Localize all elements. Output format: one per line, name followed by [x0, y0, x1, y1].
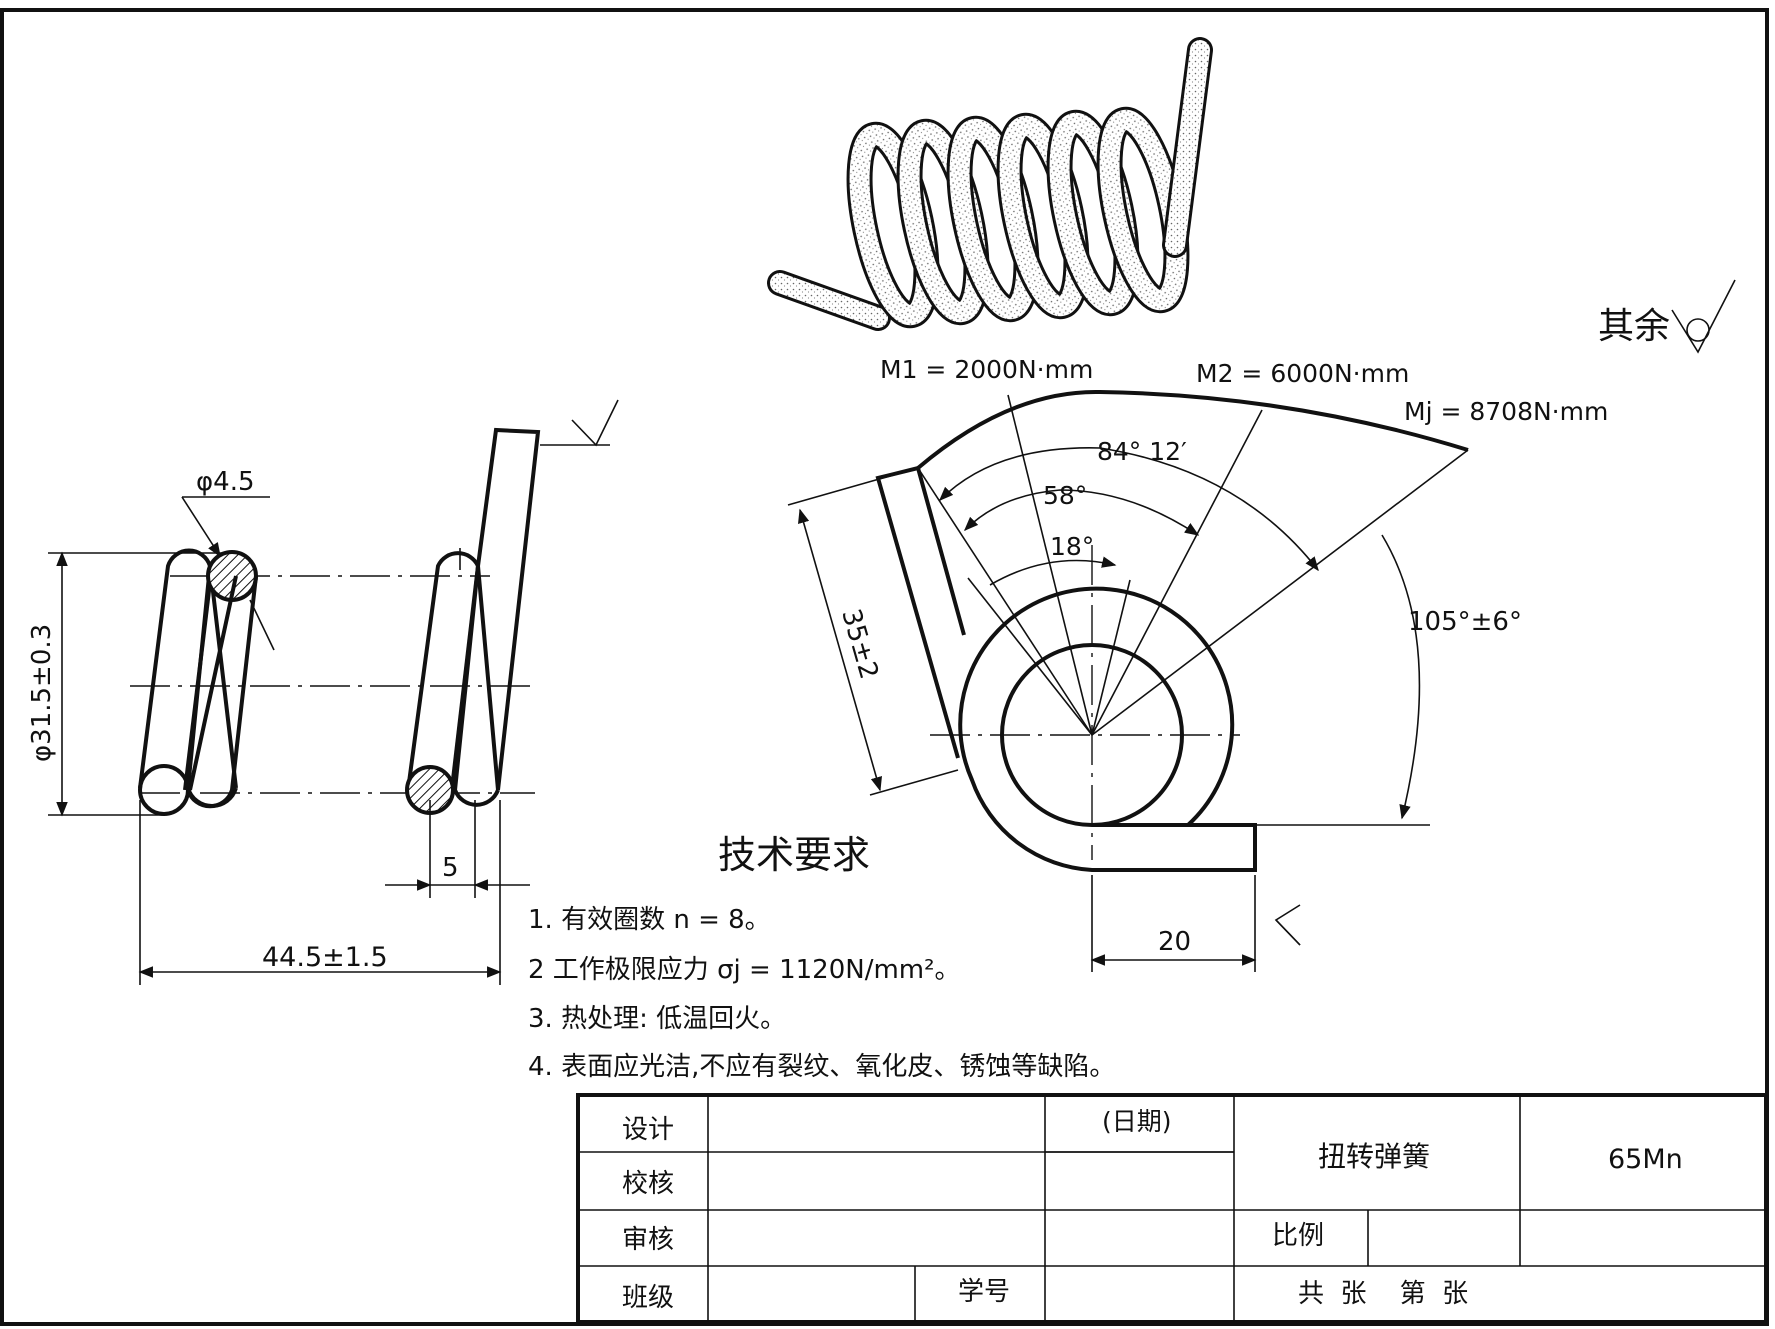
tb-scale-label: 比例	[1272, 1221, 1324, 1251]
tech-requirement-4: 4. 表面应光洁,不应有裂纹、氧化皮、锈蚀等缺陷。	[528, 1052, 1115, 1082]
angle-m2-label: 58°	[1043, 481, 1087, 510]
spring-side-view: φ31.5±0.3 φ4.5 44.5±1.5 5	[27, 399, 619, 985]
tb-part-name: 扭转弹簧	[1318, 1140, 1430, 1173]
pitch-dimension: 5	[442, 853, 459, 883]
total-length-dimension: 44.5±1.5	[262, 942, 388, 973]
hook-length-dimension: 20	[1158, 927, 1191, 957]
outer-diameter-dimension: φ31.5±0.3	[27, 624, 57, 762]
tb-class-label: 班级	[622, 1283, 674, 1313]
tb-check-label: 校核	[622, 1169, 674, 1199]
tech-requirements-title: 技术要求	[718, 833, 870, 877]
surface-roughness-note: 其余	[1598, 306, 1670, 347]
tb-design-label: 设计	[622, 1115, 674, 1145]
technical-requirements: 技术要求 1. 有效圈数 n = 8。 2 工作极限应力 σj = 1120N/…	[528, 833, 1115, 1082]
tb-date-label: (日期)	[1102, 1107, 1172, 1136]
roughness-circle-icon	[1686, 318, 1710, 342]
angle-free-label: 105°±6°	[1408, 607, 1522, 637]
moment-m2-label: M2 = 6000N·mm	[1196, 359, 1409, 388]
angle-mj-label: 84° 12′	[1097, 437, 1187, 466]
spring-load-diagram: 35±2 20 M1 = 2000N·mm M2 = 6000N·mm Mj =…	[787, 355, 1608, 972]
wire-diameter-dimension: φ4.5	[196, 467, 255, 497]
roughness-symbol-icon	[1671, 279, 1736, 354]
spring-3d-sketch	[767, 37, 1213, 331]
moment-m1-label: M1 = 2000N·mm	[880, 355, 1093, 384]
tech-requirement-2: 2 工作极限应力 σj = 1120N/mm²。	[528, 955, 961, 985]
tb-student-no-label: 学号	[958, 1277, 1010, 1307]
tech-requirement-1: 1. 有效圈数 n = 8。	[528, 905, 771, 935]
tb-sheets-label: 共 张 第 张	[1298, 1279, 1468, 1309]
tech-requirement-3: 3. 热处理: 低温回火。	[528, 1004, 786, 1034]
arm-length-dimension: 35±2	[835, 606, 884, 683]
tb-review-label: 审核	[622, 1225, 674, 1255]
tb-material: 65Mn	[1608, 1144, 1683, 1175]
sheet-border	[0, 8, 1769, 1326]
moment-mj-label: Mj = 8708N·mm	[1404, 397, 1608, 426]
title-block: 设计 校核 审核 班级 (日期) 学号 扭转弹簧 65Mn 比例 共 张 第 张	[576, 1093, 1768, 1324]
angle-m1-label: 18°	[1050, 532, 1094, 561]
